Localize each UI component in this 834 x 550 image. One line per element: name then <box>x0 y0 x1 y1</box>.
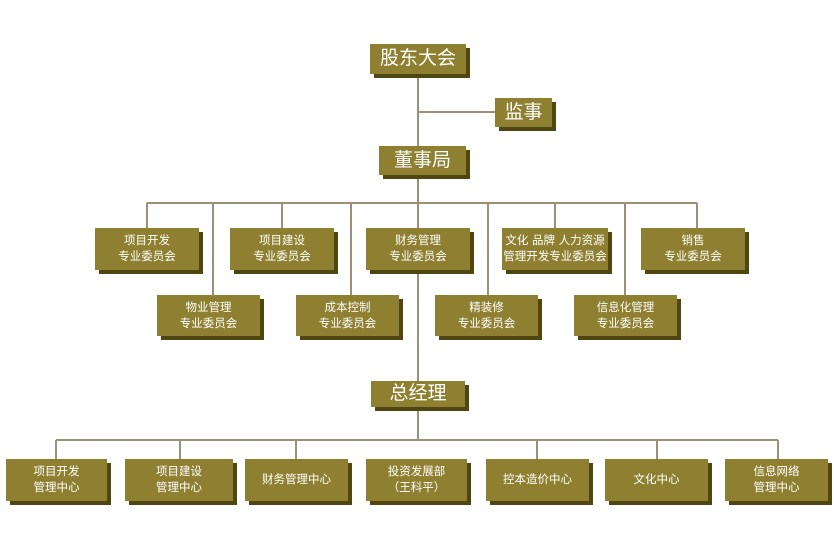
committee-label-line1: 精装修 <box>469 299 504 314</box>
committee-property-management: 物业管理 专业委员会 <box>157 295 260 336</box>
center-finance: 财务管理中心 <box>245 459 348 501</box>
center-label-line2: （王科平） <box>387 480 446 494</box>
committee-label-line2: 专业委员会 <box>253 249 311 263</box>
center-label-line1: 财务管理中心 <box>262 472 331 487</box>
center-label-line1: 控本造价中心 <box>503 472 572 487</box>
board-label: 董事局 <box>393 148 451 171</box>
committee-label-line2: 专业委员会 <box>389 249 447 263</box>
committee-label-line1: 物业管理 <box>185 299 232 314</box>
shareholders-box: 股东大会 <box>370 44 466 74</box>
center-label-line1: 投资发展部 <box>387 464 446 479</box>
supervisor-box: 监事 <box>495 98 552 127</box>
committee-label-line1: 信息化管理 <box>596 299 655 314</box>
committee-cost-control: 成本控制 专业委员会 <box>296 295 399 336</box>
center-label-line2: 管理中心 <box>33 480 80 494</box>
committee-label-line1: 成本控制 <box>324 299 371 314</box>
committee-label-line2: 专业委员会 <box>457 315 516 330</box>
committee-label-line1: 项目开发 <box>124 233 170 248</box>
committee-project-construction: 项目建设 专业委员会 <box>230 228 334 270</box>
committee-sales: 销售 专业委员会 <box>641 228 745 270</box>
committee-label-line1: 财务管理 <box>395 233 441 248</box>
general-manager-box: 总经理 <box>371 381 465 407</box>
center-label-line1: 文化中心 <box>633 472 680 487</box>
center-label-line1: 项目建设 <box>156 464 202 479</box>
committee-fine-decoration: 精装修 专业委员会 <box>435 295 538 336</box>
committee-label-line2: 专业委员会 <box>179 315 238 330</box>
committee-label-line1: 文化 品牌 人力资源 <box>505 233 605 248</box>
center-label-line1: 信息网络 <box>753 464 800 479</box>
committee-label-line2: 专业委员会 <box>118 249 176 263</box>
committee-label-line2: 专业委员会 <box>318 315 377 330</box>
committee-finance: 财务管理 专业委员会 <box>366 228 470 270</box>
supervisor-label: 监事 <box>504 100 543 123</box>
committee-culture-hr: 文化 品牌 人力资源 管理开发专业委员会 <box>502 228 608 270</box>
center-label-line2: 管理中心 <box>753 480 800 494</box>
center-culture: 文化中心 <box>605 459 708 501</box>
center-investment-development: 投资发展部 （王科平） <box>366 459 467 501</box>
center-label-line2: 管理中心 <box>156 480 202 494</box>
general-manager-label: 总经理 <box>389 382 447 405</box>
center-cost-estimation: 控本造价中心 <box>486 459 589 501</box>
center-label-line1: 项目开发 <box>33 464 80 479</box>
center-project-construction: 项目建设 管理中心 <box>125 459 233 501</box>
center-information-network: 信息网络 管理中心 <box>725 459 828 501</box>
board-box: 董事局 <box>379 146 466 175</box>
committee-label-line2: 管理开发专业委员会 <box>503 249 607 263</box>
committee-label-line1: 销售 <box>681 233 705 248</box>
committee-label-line2: 专业委员会 <box>596 315 655 330</box>
committee-label-line1: 项目建设 <box>259 233 305 248</box>
committee-project-development: 项目开发 专业委员会 <box>95 228 199 270</box>
shareholders-label: 股东大会 <box>379 47 456 70</box>
committee-label-line2: 专业委员会 <box>664 249 722 263</box>
center-project-development: 项目开发 管理中心 <box>6 459 107 501</box>
committee-it-management: 信息化管理 专业委员会 <box>574 295 677 336</box>
